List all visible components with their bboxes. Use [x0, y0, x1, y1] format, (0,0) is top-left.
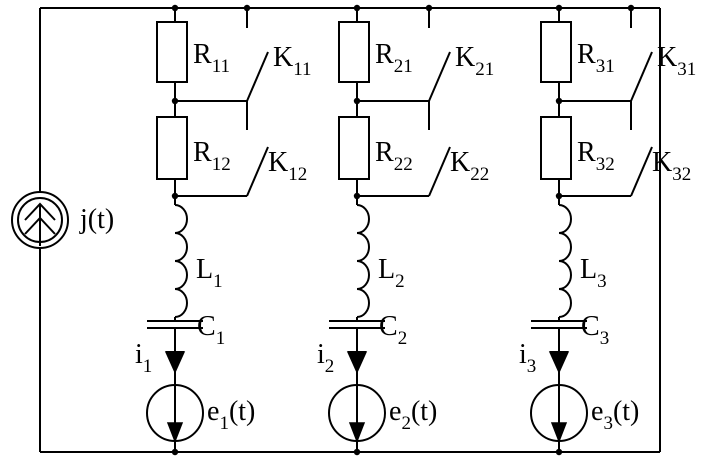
- node-switch-top: [425, 4, 433, 12]
- label-current: i3: [519, 339, 536, 377]
- branch-1: R11 K11 R12 K12 L1 C1 i1 e1(t): [135, 4, 312, 456]
- resistor-r-bot: [338, 116, 370, 180]
- node-lower: [353, 192, 361, 200]
- label-emf: e3(t): [591, 396, 639, 434]
- emf-arrow-head: [166, 422, 184, 444]
- label-emf: e1(t): [207, 396, 255, 434]
- label-inductor: L3: [580, 254, 607, 292]
- label-r-top: R11: [193, 39, 230, 77]
- switch-k-top-blade: [428, 51, 451, 102]
- label-k-top: K31: [657, 42, 696, 80]
- label-k-bot: K32: [652, 147, 691, 185]
- label-k-top: K21: [455, 42, 494, 80]
- label-current: i2: [317, 339, 334, 377]
- node-bottom: [555, 448, 563, 456]
- label-k-bot: K12: [268, 147, 307, 185]
- label-emf: e2(t): [389, 396, 437, 434]
- emf-arrow-head: [348, 422, 366, 444]
- label-capacitor: C3: [581, 311, 609, 349]
- branch-2: R21 K21 R22 K22 L2 C2 i2 e2(t): [317, 4, 494, 456]
- resistor-r-top: [540, 21, 572, 83]
- resistor-r-bot: [540, 116, 572, 180]
- resistor-r-top: [338, 21, 370, 83]
- label-inductor: L1: [196, 254, 223, 292]
- node-mid: [555, 97, 563, 105]
- resistor-r-bot: [156, 116, 188, 180]
- node-switch-top: [243, 4, 251, 12]
- label-r-top: R21: [375, 39, 413, 77]
- switch-k-bot-blade: [428, 146, 451, 197]
- node-bottom: [171, 448, 179, 456]
- switch-k-top-blade: [246, 51, 269, 102]
- label-r-bot: R22: [375, 137, 413, 175]
- inductor-coil: [356, 204, 370, 318]
- current-source-j: [11, 191, 69, 249]
- current-arrow-head: [548, 351, 570, 374]
- node-mid: [171, 97, 179, 105]
- inductor-coil: [174, 204, 188, 318]
- node-top: [555, 4, 563, 12]
- label-capacitor: C1: [197, 311, 225, 349]
- label-k-top: K11: [273, 42, 312, 80]
- label-inductor: L2: [378, 254, 405, 292]
- current-arrow-head: [346, 351, 368, 374]
- current-source-outer-circle: [11, 191, 69, 249]
- label-k-bot: K22: [450, 147, 489, 185]
- node-lower: [555, 192, 563, 200]
- node-lower: [171, 192, 179, 200]
- node-mid: [353, 97, 361, 105]
- current-arrow-head: [164, 351, 186, 374]
- node-bottom: [353, 448, 361, 456]
- switch-k-top-blade: [630, 51, 653, 102]
- label-current: i1: [135, 339, 152, 377]
- switch-k-bot-blade: [246, 146, 269, 197]
- switch-k-bot-blade: [630, 146, 653, 197]
- inductor-coil: [558, 204, 572, 318]
- resistor-r-top: [156, 21, 188, 83]
- label-r-top: R31: [577, 39, 615, 77]
- node-switch-top: [627, 4, 635, 12]
- label-capacitor: C2: [379, 311, 407, 349]
- label-r-bot: R32: [577, 137, 615, 175]
- current-source-label: j(t): [79, 204, 114, 235]
- label-r-bot: R12: [193, 137, 231, 175]
- branch-3: R31 K31 R32 K32 L3 C3 i3 e3(t): [519, 4, 696, 456]
- node-top: [353, 4, 361, 12]
- emf-arrow-head: [550, 422, 568, 444]
- node-top: [171, 4, 179, 12]
